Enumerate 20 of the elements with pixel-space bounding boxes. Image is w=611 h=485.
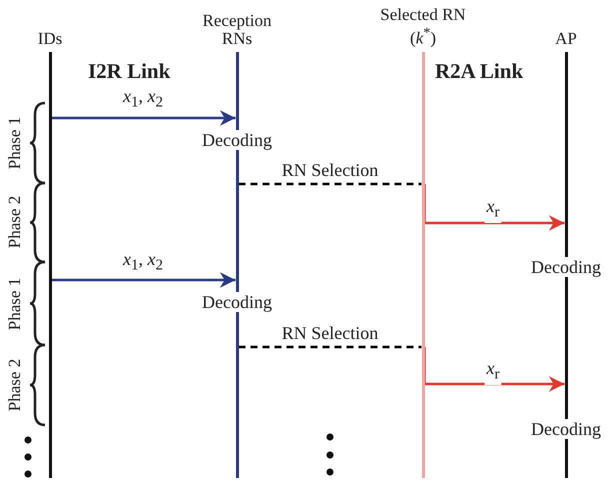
lifeline-header: AP [554, 30, 578, 48]
link-heading: R2A Link [435, 61, 524, 81]
decoding-label: Decoding [202, 130, 272, 150]
phase-label: Phase 2 [5, 196, 26, 248]
lifeline-header: Selected RN (k$^{*}$) [379, 6, 467, 48]
arrow [52, 272, 236, 288]
connector-line [238, 346, 422, 348]
phase-label: Phase 1 [5, 278, 26, 330]
decoding-label: Decoding [531, 257, 601, 277]
arrow [423, 184, 564, 231]
arrow [423, 347, 564, 392]
lifeline-header: Reception RNs [202, 12, 272, 48]
arrow [52, 110, 236, 126]
decoding-label: Decoding [202, 292, 272, 312]
connector-line [238, 182, 422, 186]
phase-label: Phase 2 [5, 358, 26, 412]
link-heading: I2R Link [88, 61, 170, 81]
lifeline-header: IDs [36, 30, 64, 48]
phase-label: Phase 1 [5, 116, 26, 170]
decoding-label: Decoding [531, 419, 601, 439]
